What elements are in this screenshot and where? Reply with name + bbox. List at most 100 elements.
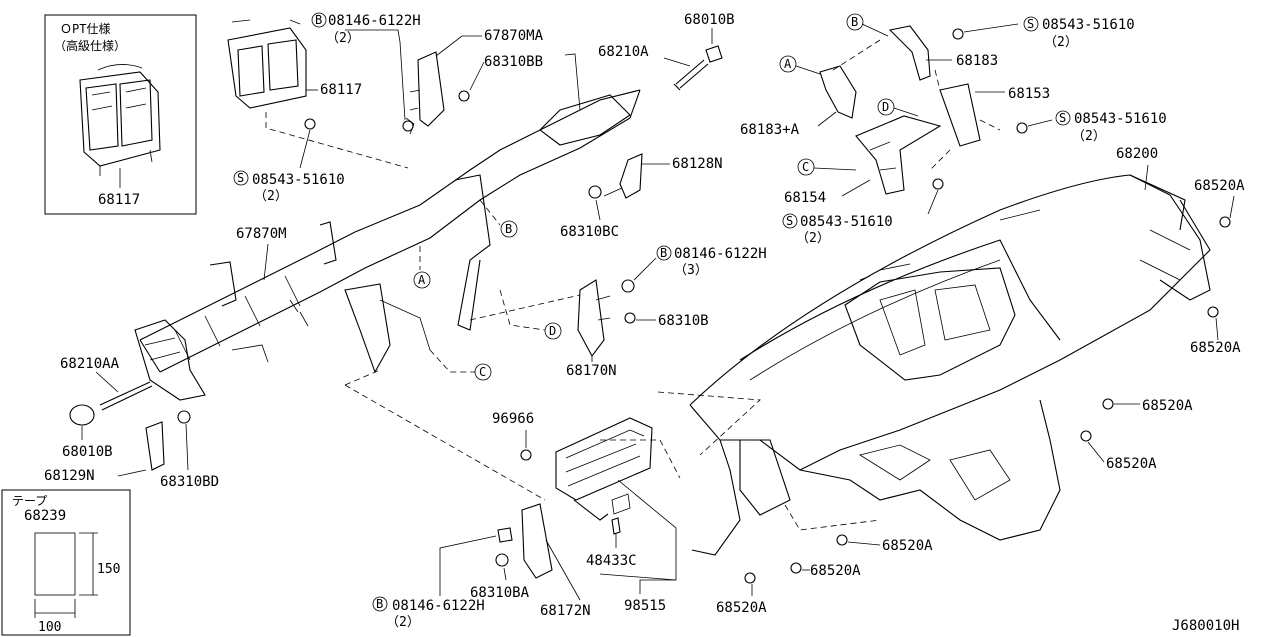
part-68117-inset-label: 68117 bbox=[98, 192, 140, 208]
svg-text:A: A bbox=[418, 273, 426, 287]
part-68520a-label-5: 68520A bbox=[882, 538, 933, 554]
part-67870ma-label: 67870MA bbox=[484, 28, 544, 44]
callout-s-right3-qty: （2） bbox=[796, 231, 830, 246]
cap-68010b-bottom bbox=[69, 404, 95, 426]
tape-width-dim: 100 bbox=[38, 620, 61, 635]
part-96966-label: 96966 bbox=[492, 411, 534, 427]
bracket-67870ma bbox=[405, 51, 445, 135]
part-68200-label: 68200 bbox=[1116, 146, 1158, 162]
part-98515-label: 98515 bbox=[624, 598, 666, 614]
cap-68010b-top bbox=[705, 45, 723, 63]
svg-text:B: B bbox=[660, 246, 667, 260]
nut-68310ba bbox=[495, 553, 509, 567]
part-68310bb-label: 68310BB bbox=[484, 54, 543, 70]
part-68520a-label-1: 68520A bbox=[1194, 178, 1245, 194]
part-68172n-label: 68172N bbox=[540, 603, 591, 619]
bracket-68154 bbox=[855, 115, 942, 195]
part-68010b-bottom-label: 68010B bbox=[62, 444, 113, 460]
svg-text:B: B bbox=[505, 222, 512, 236]
callout-b-bottom-qty: （2） bbox=[386, 615, 420, 630]
instrument-panel-68200 bbox=[689, 174, 1211, 556]
part-68520a-label-3: 68520A bbox=[1142, 398, 1193, 414]
part-68520a-label-4: 68520A bbox=[1106, 456, 1157, 472]
clips-68520a bbox=[744, 195, 1235, 596]
svg-text:B: B bbox=[376, 597, 383, 611]
svg-text:A: A bbox=[784, 57, 792, 71]
callout-b-top-qty: （2） bbox=[326, 31, 360, 46]
part-68310bd-label: 68310BD bbox=[160, 474, 219, 490]
bolt-mid bbox=[621, 279, 635, 293]
part-67870m-label: 67870M bbox=[236, 226, 287, 242]
ref-a-left: A bbox=[413, 271, 431, 289]
bracket-68183 bbox=[829, 25, 941, 91]
callout-s-left-number: 08543-51610 bbox=[252, 172, 345, 188]
part-68010b-top-label: 68010B bbox=[684, 12, 735, 28]
callout-s-right2: S 08543-51610 （2） bbox=[1016, 110, 1167, 144]
part-68239-label: 68239 bbox=[24, 508, 66, 524]
bracket-68117-inset bbox=[79, 64, 161, 176]
steering-member-67870m bbox=[134, 53, 641, 401]
nut-68310b bbox=[624, 312, 636, 324]
ref-d-left: D bbox=[544, 322, 562, 340]
ref-c-right: C bbox=[797, 158, 815, 176]
callout-s-right3-number: 08543-51610 bbox=[800, 214, 893, 230]
part-68128n-label: 68128N bbox=[672, 156, 723, 172]
callout-b-top: B 08146-6122H （2） bbox=[311, 12, 421, 121]
bracket-68129n bbox=[145, 421, 165, 471]
part-68117-label: 68117 bbox=[320, 82, 362, 98]
part-68310b-label: 68310B bbox=[658, 313, 709, 329]
bracket-68117 bbox=[227, 19, 409, 169]
svg-text:C: C bbox=[479, 365, 486, 379]
opt-subtitle: （高級仕様） bbox=[54, 38, 126, 53]
callout-b-mid: B 08146-6122H （3） bbox=[633, 245, 767, 281]
part-68520a-label-7: 68520A bbox=[716, 600, 767, 616]
clip-48433c bbox=[611, 517, 621, 535]
bracket-68170n bbox=[577, 279, 605, 358]
part-68210aa-label: 68210AA bbox=[60, 356, 120, 372]
callout-s-right1-number: 08543-51610 bbox=[1042, 17, 1135, 33]
ref-d-right: D bbox=[877, 98, 895, 116]
ref-c-left: C bbox=[474, 363, 492, 381]
part-68129n-label: 68129N bbox=[44, 468, 95, 484]
svg-text:S: S bbox=[1027, 17, 1034, 31]
bracket-68172n bbox=[521, 503, 553, 579]
svg-text:S: S bbox=[786, 214, 793, 228]
svg-text:B: B bbox=[851, 15, 858, 29]
svg-text:D: D bbox=[549, 324, 556, 338]
callout-b-mid-qty: （3） bbox=[674, 263, 708, 278]
ref-b-right: B bbox=[846, 13, 864, 31]
svg-text:C: C bbox=[802, 160, 809, 174]
tape-piece bbox=[34, 532, 76, 596]
part-68520a-label-6: 68520A bbox=[810, 563, 861, 579]
tape-title: テープ bbox=[12, 494, 47, 508]
svg-text:S: S bbox=[1059, 111, 1066, 125]
callout-s-right3: S 08543-51610 （2） bbox=[782, 178, 944, 246]
callout-b-bottom-number: 08146-6122H bbox=[392, 598, 485, 614]
part-68520a-label-2: 68520A bbox=[1190, 340, 1241, 356]
callout-b-top-number: 08146-6122H bbox=[328, 13, 421, 29]
svg-text:S: S bbox=[237, 171, 244, 185]
callout-s-right1: S 08543-51610 （2） bbox=[952, 16, 1135, 50]
drawing-id: J680010H bbox=[1172, 618, 1239, 634]
nut-68310bd bbox=[177, 410, 191, 424]
tape-inset: テープ 68239 150 100 bbox=[1, 489, 131, 636]
callout-s-left-qty: （2） bbox=[254, 189, 288, 204]
part-68183-label: 68183 bbox=[956, 53, 998, 69]
bracket-68183a bbox=[819, 65, 857, 119]
ref-a-right: A bbox=[779, 55, 797, 73]
callout-s-right2-qty: （2） bbox=[1072, 129, 1106, 144]
opt-title: ＯPT仕様 bbox=[60, 22, 110, 36]
airbag-module-98515 bbox=[555, 391, 761, 521]
bracket-68153 bbox=[929, 83, 1001, 171]
svg-text:D: D bbox=[882, 100, 889, 114]
nut-68310bc bbox=[588, 185, 602, 199]
nut-68310bb bbox=[458, 90, 470, 102]
part-68153-label: 68153 bbox=[1008, 86, 1050, 102]
tape-height-dim: 150 bbox=[97, 562, 120, 577]
part-68170n-label: 68170N bbox=[566, 363, 617, 379]
bolt-bottom bbox=[497, 527, 513, 543]
part-68154-label: 68154 bbox=[784, 190, 826, 206]
bolt-68210a bbox=[673, 59, 709, 91]
